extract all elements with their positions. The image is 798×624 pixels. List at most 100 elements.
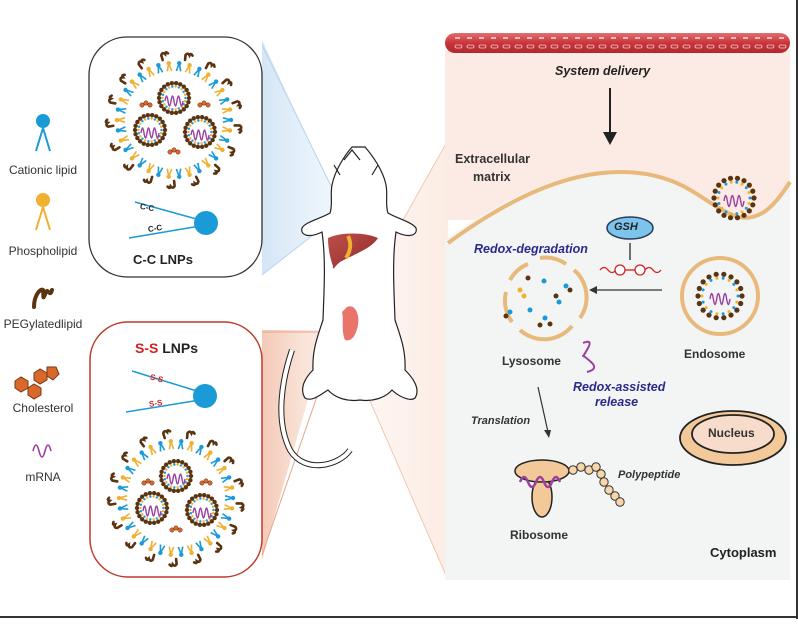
micelle-lipid-tail [140,510,142,512]
micelle-lipid-head [133,124,137,128]
cationic-lipid-head [197,67,201,71]
micelle-lipid-tail [182,91,184,93]
cationic-lipid-icon [36,114,50,151]
micelle-lipid-tail [200,119,202,121]
micelle-lipid-head [133,132,137,136]
micelle-lipid-tail [165,88,167,90]
phospholipid-head [167,175,171,179]
micelle-lipid-head [165,506,169,510]
micelle-lipid-tail [165,105,167,107]
micelle-lipid-tail [189,125,191,127]
micelle-lipid-head [206,521,210,525]
micelle-lipid-tail [176,463,178,465]
phospholipid-head [230,485,234,489]
micelle-lipid-head [200,115,204,119]
micelle-lipid-tail [141,501,143,503]
vessel-cell [527,37,532,39]
micelle-lipid-head [183,126,187,130]
micelle-lipid-head [150,113,154,117]
lipid-fragment [528,308,533,313]
micelle-lipid-tail [140,504,142,506]
small-lnp-peg [751,195,756,200]
cationic-lipid-head [116,107,120,111]
ss-panel-title: S-S LNPs [135,340,198,356]
small-lnp-lipid [735,301,738,304]
micelle-lipid-head [176,459,180,463]
micelle-lipid-head [214,512,218,516]
cationic-lipid-head [118,506,122,510]
lipid-fragment [526,276,531,281]
lipid-fragment [564,284,569,289]
small-lnp-lipid [741,210,744,213]
cationic-lipid-head [229,118,233,122]
micelle-lipid-tail [186,472,188,474]
micelle-lipid-tail [212,506,214,508]
micelle-lipid-tail [141,137,143,139]
micelle-lipid-tail [191,122,193,124]
micelle-lipid-head [176,489,180,493]
cytoplasm-label: Cytoplasm [710,545,776,560]
micelle-lipid-tail [150,117,152,119]
cholesterol [198,103,202,107]
phospholipid-head [130,156,134,160]
phospholipid-head [222,466,226,470]
cholesterol [174,526,178,530]
phospholipid-head [189,551,193,555]
vessel-cell [515,37,520,39]
micelle-lipid-tail [197,142,199,144]
lipid-fragment [508,310,513,315]
cholesterol [168,150,172,154]
phospholipid-head [222,526,226,530]
cholesterol [144,101,148,105]
small-lnp-lipid [730,212,733,215]
cc-panel-title: C-C LNPs [133,252,193,267]
cholesterol [170,528,174,532]
micelle-lipid-tail [162,510,164,512]
micelle-lipid-head [148,491,152,495]
small-lnp-peg [750,202,755,207]
micelle-lipid-tail [150,140,152,142]
vessel-cell [719,37,724,39]
phospholipid-head [167,61,171,65]
micelle-lipid-head [212,134,216,138]
micelle-lipid-tail [163,103,165,105]
cholesterol [140,103,144,107]
micelle-lipid-tail [171,85,173,87]
small-lnp-lipid [745,186,748,189]
micelle-lipid-head [185,504,189,508]
cationic-lipid-head [118,485,122,489]
polypeptide-label: Polypeptide [618,469,680,481]
micelle-lipid-head [159,478,163,482]
small-lnp-lipid [749,197,752,200]
micelle-lipid-tail [208,125,210,127]
micelle-lipid-head [200,145,204,149]
micelle-lipid-tail [187,131,189,133]
cholesterol [204,479,208,483]
phospholipid-head [220,148,224,152]
vessel-cell [503,37,508,39]
micelle-lipid-head [204,143,208,147]
micelle-lipid-tail [164,472,166,474]
micelle-lipid-head [186,100,190,104]
vessel-cell [455,37,460,39]
lipid-fragment [542,279,547,284]
endosome-label: Endosome [684,347,745,361]
lysosome-label: Lysosome [502,354,561,368]
phospholipid-head [228,128,232,132]
vessel-cell [743,37,748,39]
small-lnp-peg [738,301,743,306]
cholesterol [178,528,182,532]
micelle-lipid-head [198,523,202,527]
cholesterol [150,481,154,485]
micelle-lipid-tail [184,97,186,99]
micelle-lipid-head [178,109,182,113]
micelle-lipid-tail [137,129,139,131]
micelle-lipid-head [160,120,164,124]
small-lnp-lipid [710,279,713,282]
micelle-lipid-tail [156,496,158,498]
small-lnp-lipid [725,210,728,213]
micelle-lipid-tail [174,85,176,87]
micelle-lipid-tail [138,132,140,134]
cationic-lipid-head [123,88,127,92]
